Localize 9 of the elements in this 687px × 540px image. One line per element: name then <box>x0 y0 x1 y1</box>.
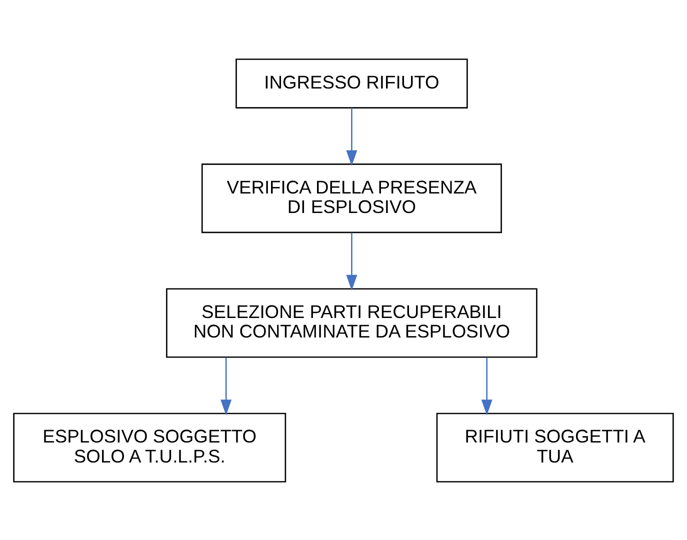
arrow <box>220 356 232 415</box>
node-box: SELEZIONE PARTI RECUPERABILI NON CONTAMINATE DA ESPLOSIVO <box>166 288 538 358</box>
node-box: VERIFICA DELLA PRESENZA DI ESPLOSIVO <box>201 163 502 233</box>
node-box: RIFIUTI SOGGETTI A TUA <box>436 412 674 482</box>
node-box: INGRESSO RIFIUTO <box>236 58 468 108</box>
arrow <box>346 232 358 290</box>
arrow <box>346 107 358 166</box>
arrow <box>481 356 492 415</box>
node-box: ESPLOSIVO SOGGETTO SOLO A T.U.L.P.S. <box>13 412 286 482</box>
